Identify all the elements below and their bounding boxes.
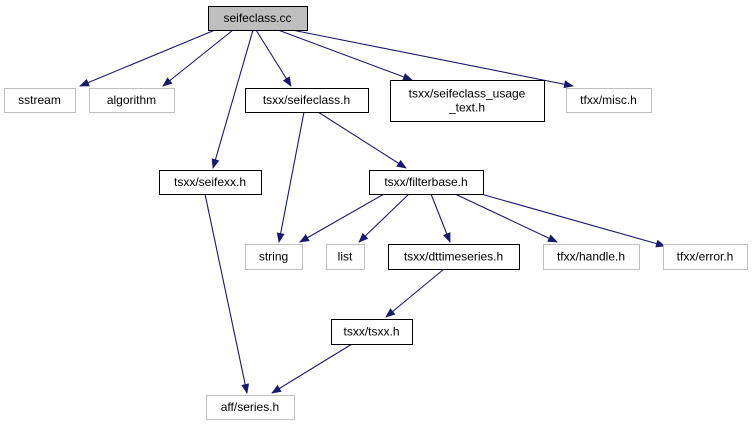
edge-tsxx-seifeclass-h-to-tsxx-filterbase-h [317,111,407,169]
nodes: seifeclass.cc sstream algorithm tsxx/seifec… [4,6,748,420]
edge-tsxx-filterbase-h-to-tfxx-handle-h [454,193,558,243]
node-tsxx-filterbase-h[interactable]: tsxx/filterbase.h [369,170,484,195]
node-tsxx-tsxx-h-box [331,319,413,345]
node-algorithm-label: algorithm [107,93,156,107]
node-tsxx-seifeclass-usage-text-h-label: _text.h [448,101,485,115]
edge-tsxx-filterbase-h-to-string [299,193,385,243]
node-sstream-box [4,88,76,113]
node-tfxx-handle-h-label: tfxx/handle.h [557,250,625,264]
node-root-box [208,6,308,31]
node-tsxx-seifeclass-usage-text-h-label: tsxx/seifeclass_usage [409,87,526,101]
node-tsxx-seifeclass-h[interactable]: tsxx/seifeclass.h [245,88,369,113]
node-tfxx-error-h-box [663,244,748,270]
node-tfxx-misc-h-label: tfxx/misc.h [580,93,637,107]
node-tfxx-misc-h-box [566,88,652,113]
node-string: string [245,244,303,270]
edge-tsxx-tsxx-h-to-aff-series-h [271,343,353,394]
node-tsxx-tsxx-h-label: tsxx/tsxx.h [343,325,399,339]
node-string-box [245,244,303,270]
node-root: seifeclass.cc [208,6,308,31]
node-tfxx-handle-h-box [543,244,640,270]
node-tsxx-filterbase-h-label: tsxx/filterbase.h [384,175,467,189]
node-tsxx-tsxx-h[interactable]: tsxx/tsxx.h [331,319,413,345]
node-tsxx-seifeclass-h-label: tsxx/seifeclass.h [263,93,350,107]
node-tfxx-handle-h: tfxx/handle.h [543,244,640,270]
node-tsxx-seifexx-h[interactable]: tsxx/seifexx.h [159,170,262,195]
node-list-box [326,244,365,270]
edge-root-to-sstream [79,29,216,87]
edge-root-to-tsxx-seifeclass-h [255,29,292,87]
node-aff-series-h-label: aff/series.h [221,400,279,414]
node-tsxx-seifeclass-usage-text-h-box [390,80,545,122]
node-tfxx-error-h: tfxx/error.h [663,244,748,270]
edge-root-to-tsxx-seifeclass-usage-text-h [277,29,413,81]
node-root-label: seifeclass.cc [223,11,291,25]
node-tsxx-dttimeseries-h-box [388,244,520,270]
node-sstream-label: sstream [18,93,61,107]
edge-tsxx-filterbase-h-to-list [358,193,410,243]
node-aff-series-h: aff/series.h [206,395,295,420]
node-list: list [326,244,365,270]
edges [79,29,666,394]
edge-root-to-algorithm [162,29,234,87]
edge-root-to-tsxx-seifexx-h [211,29,254,169]
edge-tsxx-seifeclass-h-to-string [276,111,305,243]
edge-tsxx-filterbase-h-to-tsxx-dttimeseries-h [430,193,451,243]
node-algorithm: algorithm [89,88,175,113]
node-tsxx-seifeclass-h-box [245,88,369,113]
node-tsxx-dttimeseries-h[interactable]: tsxx/dttimeseries.h [388,244,520,270]
node-tsxx-seifexx-h-label: tsxx/seifexx.h [174,175,246,189]
edge-tsxx-seifexx-h-to-aff-series-h [204,193,250,394]
node-tfxx-error-h-label: tfxx/error.h [677,250,734,264]
node-tfxx-misc-h: tfxx/misc.h [566,88,652,113]
node-string-label: string [259,250,288,264]
edge-tsxx-dttimeseries-h-to-tsxx-tsxx-h [385,268,445,318]
node-algorithm-box [89,88,175,113]
node-tsxx-seifeclass-usage-text-h[interactable]: tsxx/seifeclass_usage_text.h [390,80,545,122]
node-aff-series-h-box [206,395,295,420]
node-tsxx-dttimeseries-h-label: tsxx/dttimeseries.h [404,250,503,264]
edge-root-to-tfxx-misc-h [291,29,574,89]
node-tsxx-seifexx-h-box [159,170,262,195]
node-tsxx-filterbase-h-box [369,170,484,195]
node-sstream: sstream [4,88,76,113]
edge-tsxx-filterbase-h-to-tfxx-error-h [480,193,666,248]
node-list-label: list [338,250,353,264]
